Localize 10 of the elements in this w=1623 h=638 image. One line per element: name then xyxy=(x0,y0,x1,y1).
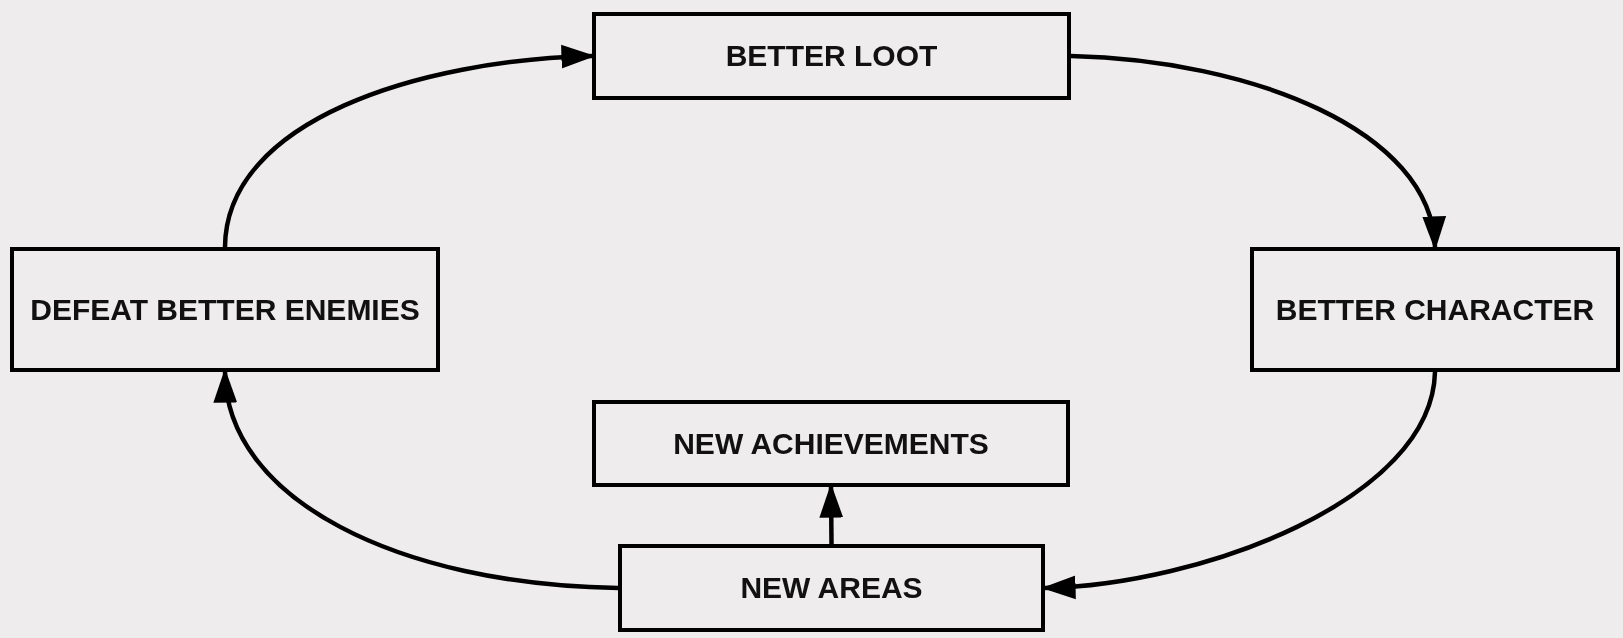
box-label: DEFEAT BETTER ENEMIES xyxy=(29,291,421,328)
process-box xyxy=(10,247,440,372)
box-label: BETTER CHARACTER xyxy=(1274,291,1596,328)
box-label: BETTER LOOT xyxy=(724,38,939,74)
process-box xyxy=(592,12,1071,100)
process-box xyxy=(592,400,1070,487)
process-box xyxy=(1250,247,1620,372)
box-label: NEW AREAS xyxy=(739,570,924,606)
box-label: NEW ACHIEVEMENTS xyxy=(672,425,990,462)
process-box xyxy=(618,544,1045,632)
